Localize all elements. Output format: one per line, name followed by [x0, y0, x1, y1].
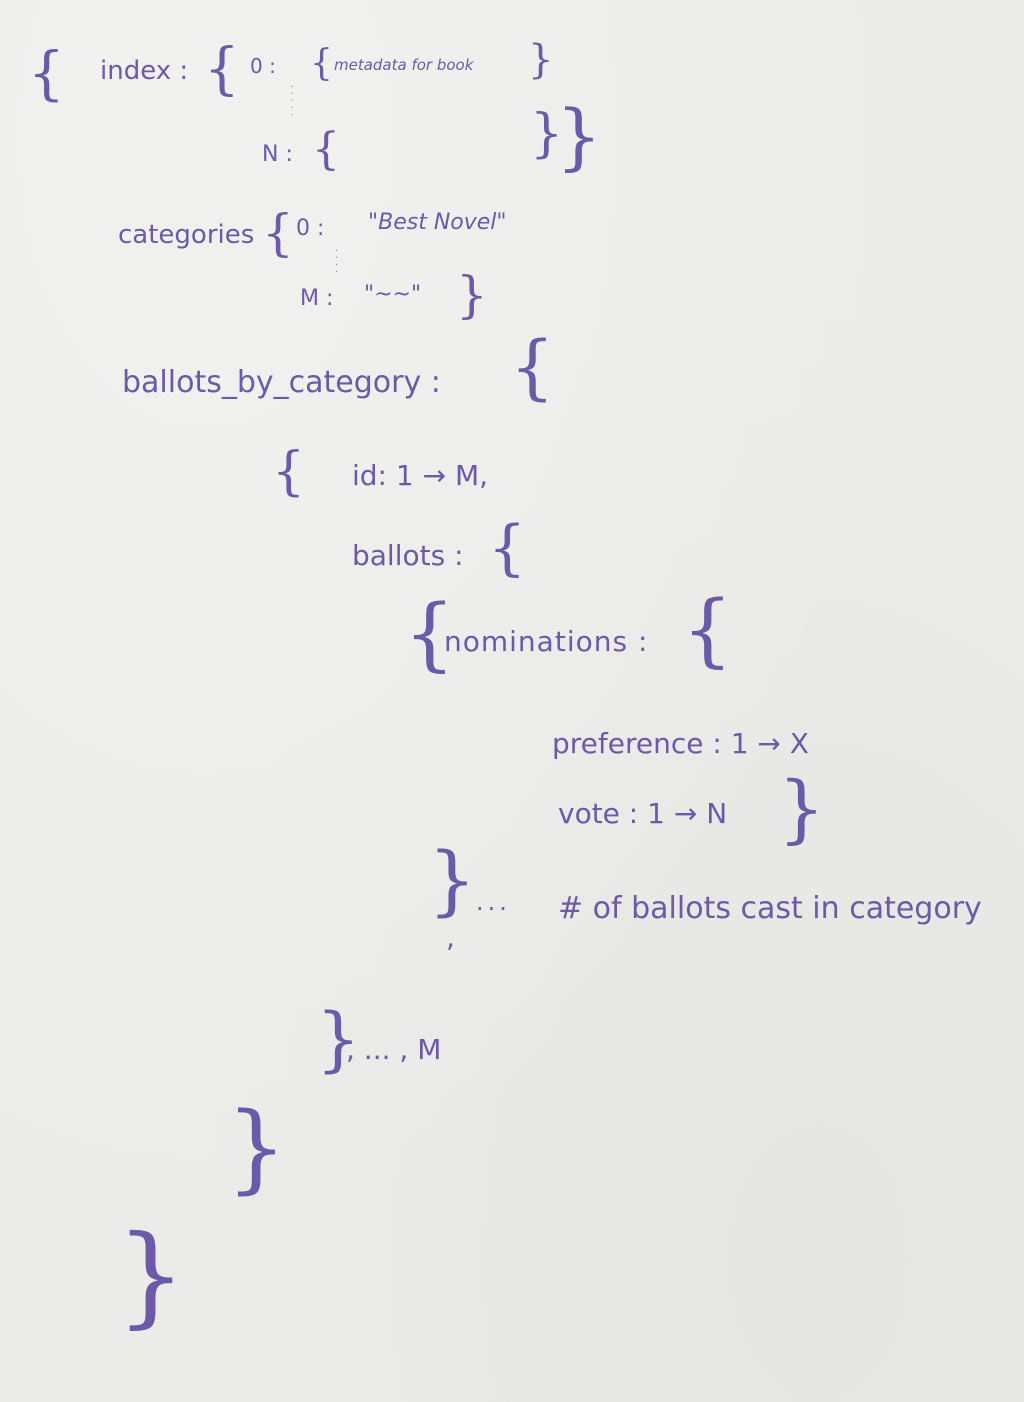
ballot-open-brace: { — [404, 587, 455, 680]
index-zero-key: 0 : — [250, 54, 276, 78]
categories-open-brace: { — [262, 204, 294, 262]
vote-line: vote : 1 → N — [558, 797, 728, 830]
category-zero-key: 0 : — [296, 216, 325, 241]
book-open-brace: { — [310, 43, 333, 84]
ballot-close-brace: } — [428, 835, 477, 924]
book-close-brace: } — [528, 37, 554, 83]
category-m-value: "~~" — [364, 282, 422, 307]
ballots-count-note: # of ballots cast in category — [558, 891, 982, 926]
nominations-open-brace: { — [682, 583, 733, 676]
index-vertical-ellipsis: ····· — [290, 82, 294, 121]
categories-close-brace: } — [456, 266, 488, 324]
index-n-open-brace: { — [312, 124, 340, 175]
index-n-close-brace: } — [530, 104, 564, 164]
ballots-open-brace: { — [488, 513, 527, 583]
ballot-comma: , — [446, 921, 455, 954]
index-n-key: N : — [262, 142, 293, 167]
category-zero-value: "Best Novel" — [368, 210, 507, 235]
ballots-ellipsis: ... — [476, 888, 511, 916]
index-close-brace: } — [556, 94, 602, 178]
index-open-brace: { — [204, 37, 240, 102]
categories-ellipsis-m: , ... , M — [346, 1033, 442, 1066]
ballots-by-category-close-brace: } — [226, 1092, 288, 1204]
nominations-close-brace: } — [778, 766, 826, 852]
category-object-close-brace: } — [316, 998, 361, 1080]
nominations-key: nominations : — [444, 625, 649, 658]
index-metadata-text: metadata for book — [334, 56, 474, 74]
category-id-line: id: 1 → M, — [352, 459, 489, 492]
categories-vertical-ellipsis: ···· — [335, 246, 339, 278]
ballots-by-category-key: ballots_by_category : — [122, 365, 441, 400]
index-key: index : — [100, 56, 189, 86]
category-object-open-brace: { — [272, 442, 306, 502]
category-m-key: M : — [300, 286, 334, 311]
root-open-brace: { — [28, 39, 65, 107]
categories-key: categories — [118, 220, 255, 250]
ballots-by-category-open-brace: { — [510, 326, 555, 408]
preference-line: preference : 1 → X — [552, 727, 809, 760]
ballots-key: ballots : — [352, 539, 464, 572]
root-close-brace: } — [116, 1211, 186, 1339]
